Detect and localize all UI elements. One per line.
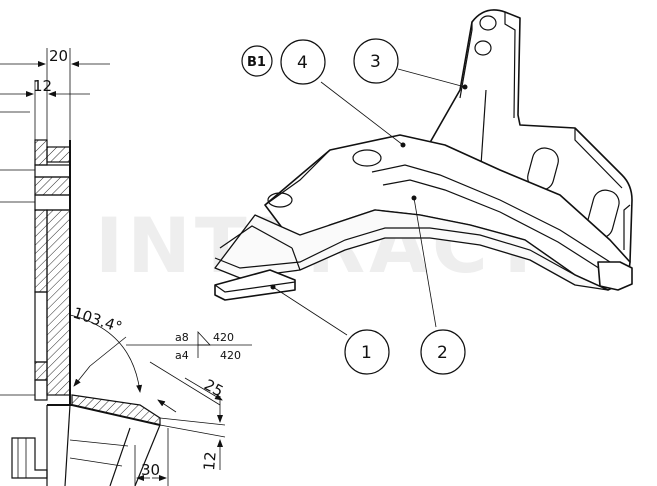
callout-4: 4	[280, 39, 326, 85]
view-ref-circle	[241, 45, 273, 77]
callout-1: 1	[344, 329, 390, 375]
section-hatch	[34, 139, 48, 166]
dim-vertical-12: 12	[200, 451, 220, 472]
part-1-bottom-plate	[214, 269, 296, 301]
callout-1-label: 1	[361, 343, 372, 363]
beam-hole	[352, 149, 382, 167]
callout-4-label: 4	[297, 53, 308, 73]
weld-bottom-size: a4	[175, 349, 189, 362]
weld-top-length: 420	[213, 331, 234, 344]
dim-width-20: 20	[49, 47, 68, 65]
dim-angle: 103.4°	[71, 304, 125, 337]
isometric-view: B1 4 3 1 2	[214, 9, 633, 375]
dim-bottom-30: 30	[141, 461, 160, 479]
callout-2: 2	[420, 329, 466, 375]
dim-thickness-12: 12	[33, 77, 52, 95]
weld-top-size: a8	[175, 331, 189, 344]
upper-hole	[479, 15, 497, 31]
callout-2-label: 2	[437, 343, 448, 363]
callout-3-label: 3	[370, 52, 381, 72]
callout-3: 3	[353, 38, 399, 84]
view-ref-label: B1	[247, 55, 266, 70]
lower-hole	[474, 40, 492, 56]
dim-diagonal-25: 25	[201, 376, 226, 401]
weld-bottom-length: 420	[220, 349, 241, 362]
